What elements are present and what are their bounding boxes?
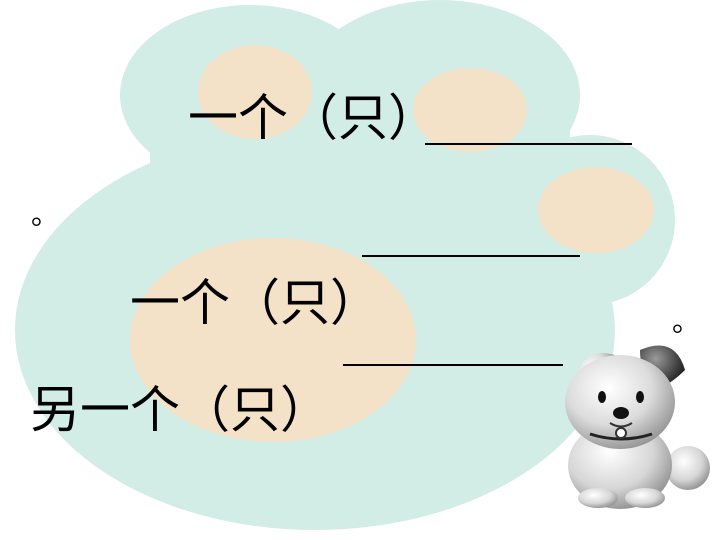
line-1-text: 一个（只） xyxy=(188,89,438,147)
period-mark-right: 。 xyxy=(672,305,701,338)
line-2-blank[interactable] xyxy=(362,255,580,257)
period-mark-left: 。 xyxy=(31,198,60,231)
line-3-text: 另一个（只） xyxy=(30,381,330,439)
line-2-text: 一个（只） xyxy=(130,274,380,332)
spot xyxy=(413,68,527,152)
spot xyxy=(198,45,312,139)
spot-group xyxy=(130,45,654,442)
dog-icon xyxy=(565,345,710,509)
spot xyxy=(130,238,416,442)
line-1-blank[interactable] xyxy=(425,143,632,145)
line-3-blank[interactable] xyxy=(343,364,563,366)
spot xyxy=(538,167,654,253)
